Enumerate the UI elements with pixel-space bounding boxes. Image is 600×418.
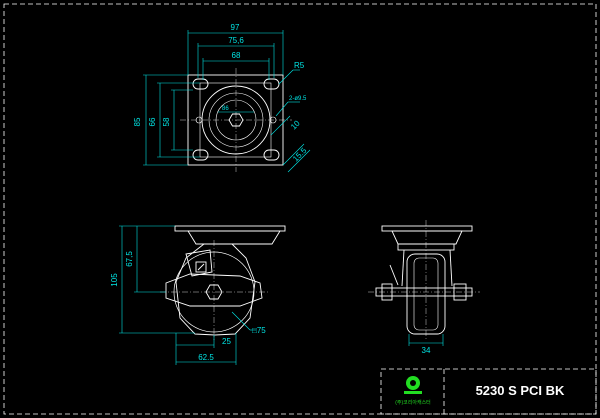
dim-97: 97 <box>231 23 240 32</box>
dim-85: 85 <box>133 117 142 126</box>
dim-r5: R5 <box>294 61 305 70</box>
dim-75-6: 75,6 <box>228 36 244 45</box>
dim-66: 66 <box>148 117 157 126</box>
slot-tl <box>192 78 209 90</box>
dim-hole: 2-ø9.5 <box>289 96 307 102</box>
side-plate <box>174 225 286 232</box>
dim-86: 86 <box>222 106 229 112</box>
dim-34: 34 <box>422 346 431 355</box>
brake-icon <box>195 261 207 273</box>
dim-15-5: 15.5 <box>291 146 309 164</box>
front-plate <box>381 225 473 232</box>
front-swivel-head <box>391 230 463 245</box>
dim-67-5: 67,5 <box>125 251 134 267</box>
title-block: (주)코리아캐스터 5230 S PCI BK <box>380 368 597 415</box>
dim-62-5: 62.5 <box>198 353 214 362</box>
company-logo-text: (주)코리아캐스터 <box>395 399 431 406</box>
model-number: 5230 S PCI BK <box>476 383 565 398</box>
side-fork <box>175 243 256 336</box>
top-view <box>180 68 292 172</box>
front-view-dimensions <box>408 334 444 346</box>
side-view-dimensions <box>119 225 256 365</box>
dim-25: 25 <box>222 337 231 346</box>
slot-br <box>263 149 280 161</box>
drawing-border <box>3 3 597 415</box>
side-axle-plate <box>165 273 263 307</box>
dim-58: 58 <box>162 117 171 126</box>
dim-105: 105 <box>110 273 119 287</box>
side-view <box>160 225 286 340</box>
slot-bl <box>192 149 209 161</box>
slot-tr <box>263 78 280 90</box>
company-logo-icon <box>404 376 422 394</box>
dim-10: 10 <box>289 118 302 131</box>
front-view <box>368 220 480 340</box>
brake-pedal <box>185 249 213 277</box>
top-view-dimensions <box>143 30 311 173</box>
side-swivel-head <box>187 230 281 245</box>
dim-68: 68 <box>232 51 241 60</box>
dim-sq75: □75 <box>252 326 266 335</box>
